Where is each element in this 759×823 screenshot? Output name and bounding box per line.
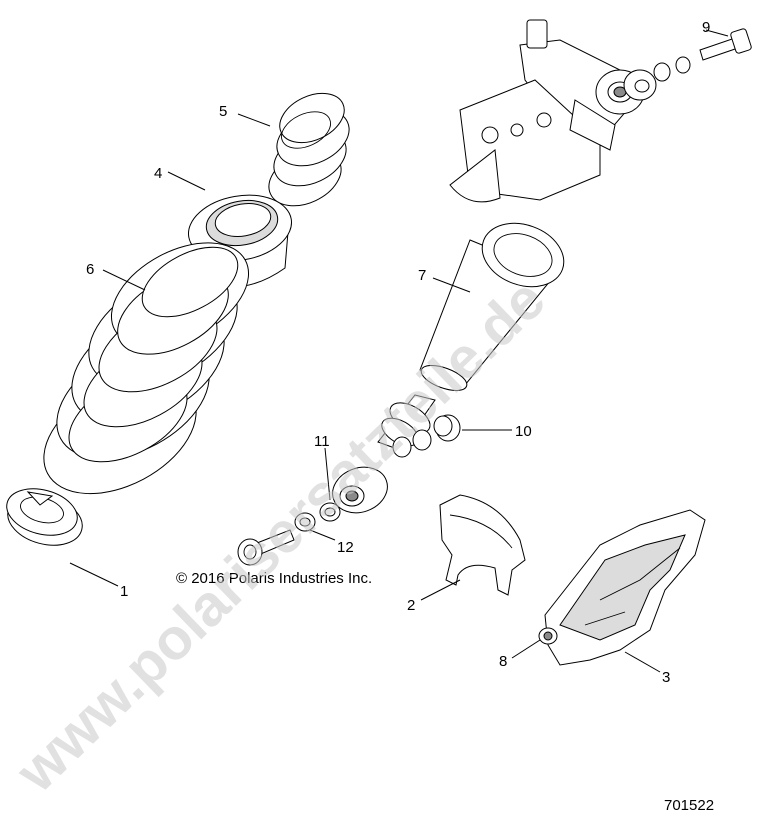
callout-4: 4 bbox=[154, 165, 162, 182]
part-9-bolt bbox=[653, 28, 752, 82]
part-11-spacer bbox=[319, 502, 341, 522]
figure-number: 701522 bbox=[664, 797, 714, 814]
part-2-bracket bbox=[439, 494, 526, 596]
leader-lines bbox=[69, 29, 729, 673]
part-1-retainer bbox=[6, 488, 83, 546]
part-3-guard bbox=[544, 509, 706, 666]
part-7-shock-body bbox=[332, 222, 565, 514]
shock-upper-body bbox=[449, 19, 657, 203]
callout-labels: 1 2 3 4 5 6 7 8 9 10 11 12 bbox=[86, 19, 710, 686]
copyright-text: © 2016 Polaris Industries Inc. bbox=[176, 570, 372, 587]
part-12-bolt bbox=[237, 512, 316, 566]
callout-11: 11 bbox=[314, 433, 330, 450]
callout-2: 2 bbox=[407, 597, 415, 614]
callout-6: 6 bbox=[86, 261, 94, 278]
callout-9: 9 bbox=[702, 19, 710, 36]
part-10-bushing bbox=[392, 414, 461, 458]
callout-12: 12 bbox=[337, 539, 354, 556]
callout-10: 10 bbox=[515, 423, 532, 440]
callout-7: 7 bbox=[418, 267, 426, 284]
callout-5: 5 bbox=[219, 103, 227, 120]
callout-8: 8 bbox=[499, 653, 507, 670]
part-5-spring bbox=[268, 92, 350, 207]
part-6-main-spring bbox=[43, 242, 250, 495]
callout-1: 1 bbox=[120, 583, 128, 600]
part-8-nut bbox=[538, 627, 558, 645]
callout-3: 3 bbox=[662, 669, 670, 686]
